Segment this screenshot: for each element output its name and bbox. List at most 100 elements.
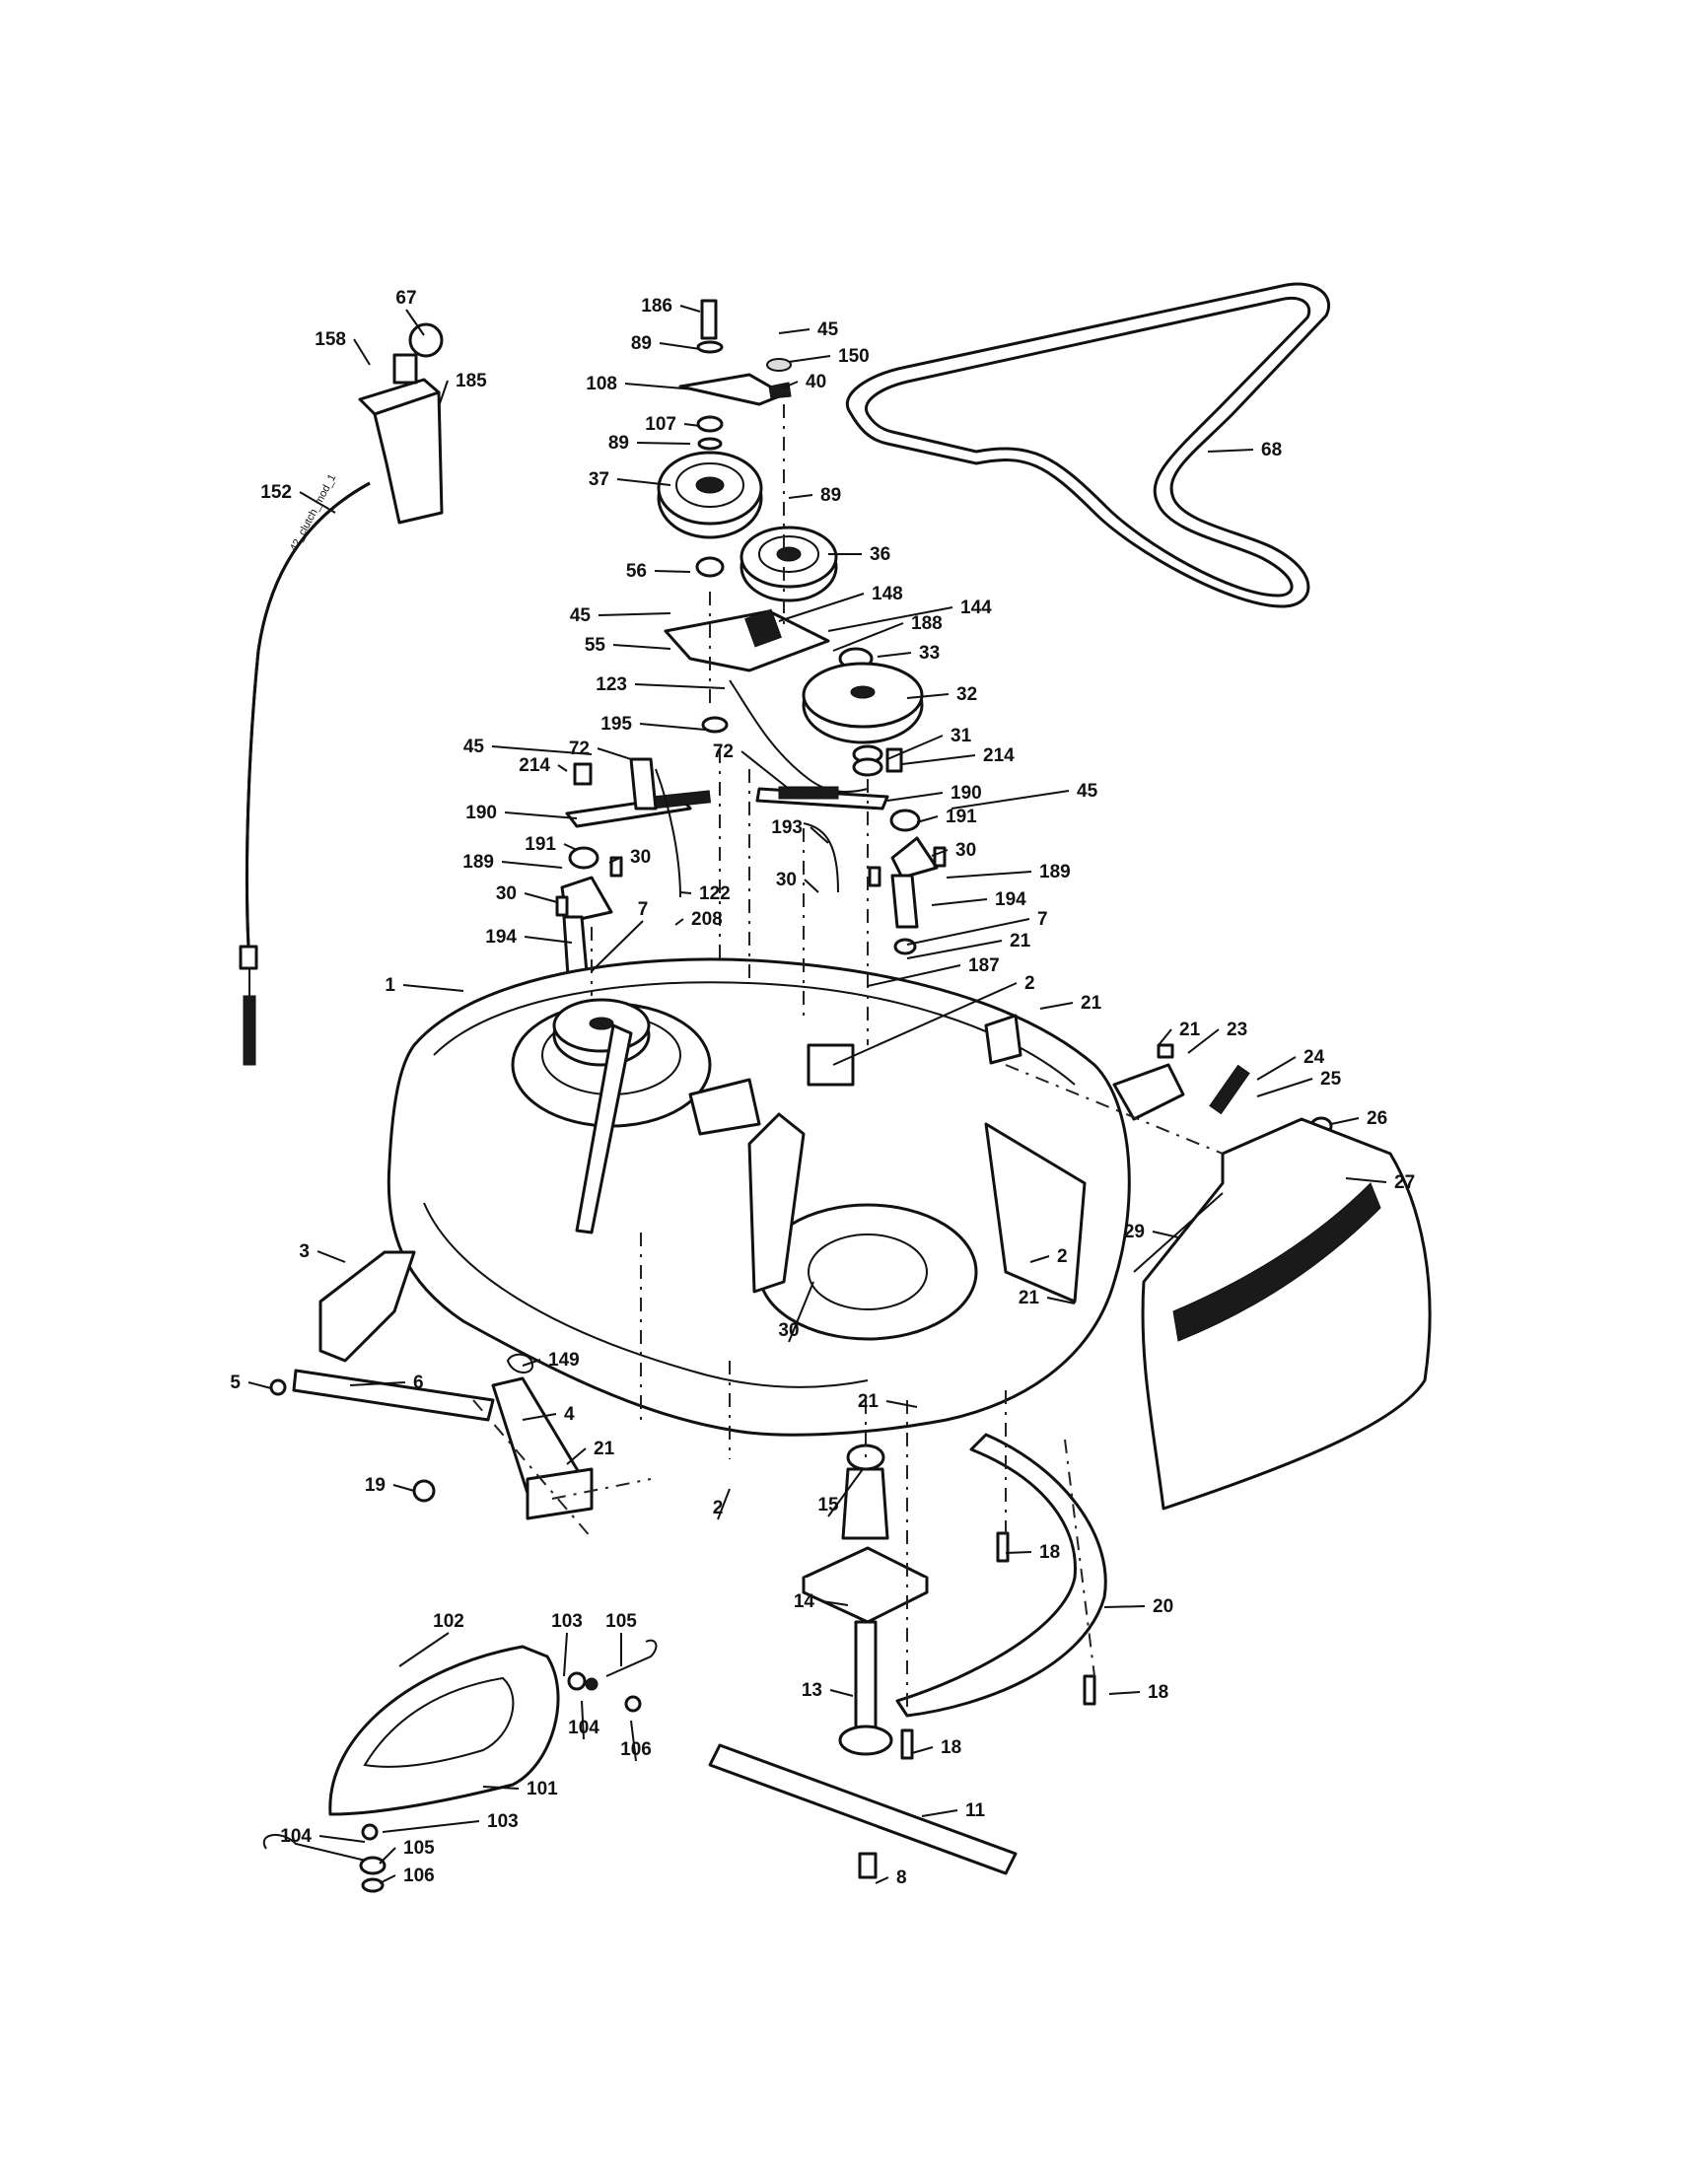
callout-30: 30 xyxy=(496,883,558,904)
callout-102: 102 xyxy=(398,1611,464,1667)
leader-line xyxy=(827,1468,864,1517)
idler-arm-55 xyxy=(664,609,830,672)
callout-number: 18 xyxy=(941,1737,961,1758)
callout-number: 123 xyxy=(596,674,627,695)
callout-number: 104 xyxy=(280,1826,312,1847)
callout-21: 21 xyxy=(1039,993,1102,1014)
callout-number: 194 xyxy=(995,889,1026,910)
leader-line xyxy=(616,478,671,486)
callout-189: 189 xyxy=(946,862,1071,882)
callout-30: 30 xyxy=(778,1281,814,1343)
leader-line xyxy=(654,570,691,573)
callout-number: 187 xyxy=(968,955,1000,976)
callout-26: 26 xyxy=(1330,1108,1387,1129)
leader-line xyxy=(659,342,701,350)
callout-number: 193 xyxy=(771,817,803,838)
link-6 xyxy=(292,1369,495,1422)
callout-144: 144 xyxy=(827,598,992,632)
callout-number: 45 xyxy=(1077,781,1098,802)
callout-214: 214 xyxy=(901,745,1015,766)
leader-line xyxy=(557,764,568,772)
callout-number: 20 xyxy=(1153,1596,1173,1617)
callout-27: 27 xyxy=(1345,1172,1415,1193)
callout-number: 25 xyxy=(1320,1069,1342,1090)
callout-2: 2 xyxy=(832,973,1035,1066)
leader-line xyxy=(906,693,950,699)
callout-150: 150 xyxy=(788,346,870,367)
callout-number: 30 xyxy=(776,870,797,890)
callout-number: 30 xyxy=(955,840,976,861)
callout-56: 56 xyxy=(626,561,691,582)
deflector-assembly xyxy=(262,1639,658,1893)
callout-number: 29 xyxy=(1124,1222,1145,1242)
leader-line xyxy=(563,1632,568,1677)
leader-line xyxy=(827,606,953,632)
callout-30: 30 xyxy=(608,847,651,868)
leader-line xyxy=(379,1874,396,1884)
callout-number: 105 xyxy=(605,1611,637,1632)
callout-4: 4 xyxy=(522,1404,575,1425)
rod-29 xyxy=(1133,1192,1224,1273)
bolt-158 xyxy=(392,353,418,385)
leader-line xyxy=(921,1809,958,1817)
leader-line xyxy=(349,1381,406,1386)
callout-number: 7 xyxy=(1037,909,1048,930)
callout-number: 32 xyxy=(956,684,977,705)
callout-123: 123 xyxy=(596,674,726,695)
leader-line xyxy=(504,811,578,819)
leader-line xyxy=(679,305,701,313)
callout-25: 25 xyxy=(1256,1069,1342,1097)
callout-208: 208 xyxy=(674,909,723,930)
callout-number: 185 xyxy=(456,371,487,391)
callout-31: 31 xyxy=(886,726,972,760)
leader-line xyxy=(1158,1028,1172,1046)
leader-line xyxy=(379,1847,396,1865)
callout-23: 23 xyxy=(1187,1020,1247,1054)
leader-line xyxy=(674,918,684,926)
callout-2: 2 xyxy=(713,1488,731,1520)
leader-line xyxy=(612,644,671,650)
callout-36: 36 xyxy=(828,544,890,565)
drive-pulley-assembly xyxy=(802,647,924,777)
bracket-108 xyxy=(678,373,786,406)
callout-32: 32 xyxy=(906,684,977,705)
leader-line xyxy=(1103,1605,1146,1608)
callout-24: 24 xyxy=(1256,1047,1325,1081)
leader-line xyxy=(916,815,939,823)
callout-186: 186 xyxy=(641,296,701,317)
callout-105: 105 xyxy=(379,1838,435,1865)
callout-number: 1 xyxy=(385,975,395,996)
callout-number: 5 xyxy=(230,1373,241,1393)
leader-line xyxy=(1207,449,1254,453)
callout-number: 2 xyxy=(713,1498,724,1518)
callout-194: 194 xyxy=(931,889,1026,910)
leader-line xyxy=(524,892,558,903)
clutch-cable-assembly: 42_clutch_mod_1 xyxy=(239,322,444,1066)
callout-number: 188 xyxy=(911,613,943,634)
callout-number: 194 xyxy=(485,927,517,948)
callout-number: 103 xyxy=(551,1611,583,1632)
callout-187: 187 xyxy=(867,955,1000,987)
callout-55: 55 xyxy=(585,635,671,656)
discharge-chute-assembly xyxy=(1112,1043,1432,1511)
leader-line xyxy=(608,856,623,864)
callout-18: 18 xyxy=(1005,1542,1060,1563)
leader-line xyxy=(821,1600,849,1606)
callout-8: 8 xyxy=(875,1867,907,1888)
leader-line xyxy=(788,494,813,499)
callout-number: 7 xyxy=(638,899,649,920)
leader-line xyxy=(624,383,696,390)
callout-labels: 6715818515218645150894010810789896837365… xyxy=(230,288,1415,1888)
leader-line xyxy=(931,898,988,906)
callout-6: 6 xyxy=(349,1373,424,1393)
drive-belt-68 xyxy=(846,282,1331,608)
baffle-20 xyxy=(895,1433,1107,1760)
callout-11: 11 xyxy=(921,1800,986,1821)
leader-line xyxy=(581,1700,585,1740)
callout-number: 8 xyxy=(896,1867,907,1888)
leader-line xyxy=(353,338,371,366)
leader-line xyxy=(318,1835,366,1843)
leader-line xyxy=(885,1400,918,1408)
callout-number: 21 xyxy=(858,1391,880,1412)
leader-line xyxy=(636,442,691,445)
